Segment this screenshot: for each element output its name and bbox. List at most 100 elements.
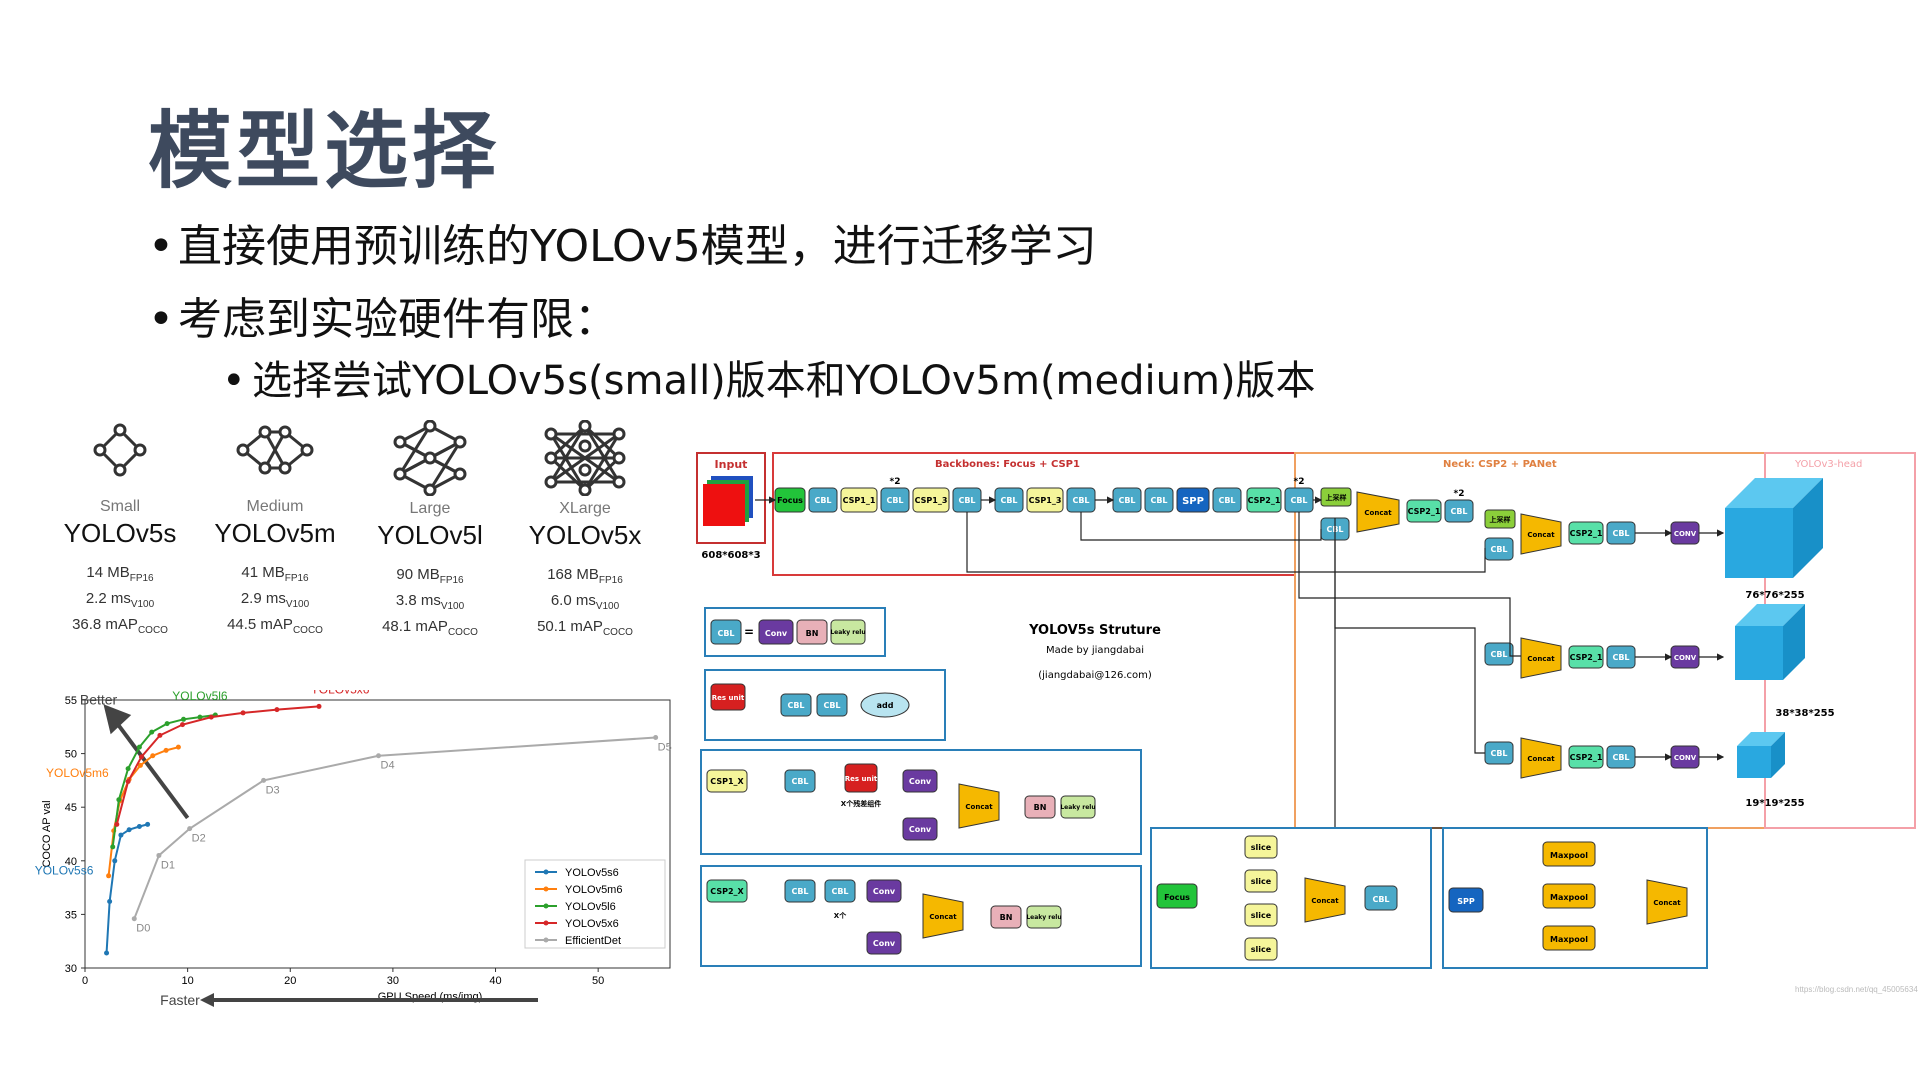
csp2-1-text: CSP2_1 — [1570, 529, 1603, 538]
conv-text: Conv — [873, 887, 896, 896]
model-ms-sub: V100 — [440, 601, 465, 612]
backbone-label: Backbones: Focus + CSP1 — [935, 459, 1080, 470]
data-point — [653, 735, 659, 741]
model-ms-sub: V100 — [130, 599, 155, 610]
input-image — [703, 476, 753, 526]
model-variants: Small YOLOv5s 14 MBFP16 2.2 msV100 36.8 … — [40, 419, 680, 680]
plot-frame — [84, 699, 671, 969]
input-frame — [696, 452, 766, 544]
model-ms-sub: V100 — [285, 599, 310, 610]
concat-text: Concat — [965, 803, 993, 811]
model-name: YOLOv5s — [63, 518, 177, 548]
data-point — [150, 753, 156, 759]
cbl-text: CBL — [1450, 507, 1467, 516]
concat-text: Concat — [929, 913, 957, 921]
model-mb-sub: FP16 — [129, 573, 154, 584]
csp2x-text: CSP2_X — [710, 887, 744, 896]
data-point — [175, 744, 181, 750]
model-mb-sub: FP16 — [439, 575, 464, 586]
x-tick-label: 10 — [182, 975, 194, 987]
model-map: 48.1 mAP — [382, 618, 448, 635]
data-point — [197, 714, 203, 720]
model-ms: 3.8 ms — [395, 592, 441, 609]
concat-block — [1520, 513, 1562, 555]
focus-text: Focus — [777, 496, 803, 505]
cbl-text: CBL — [717, 629, 734, 638]
network-xlarge-icon — [544, 419, 626, 497]
legend-marker — [543, 903, 549, 909]
model-name: YOLOv5l — [377, 520, 483, 550]
diagram-author: Made by jiangdabai — [1046, 645, 1144, 656]
data-point — [149, 729, 155, 735]
slice-text: slice — [1251, 843, 1272, 852]
data-point — [118, 832, 124, 838]
cbl-text: CBL — [1290, 496, 1307, 505]
data-point — [110, 844, 116, 850]
model-map: 36.8 mAP — [72, 616, 138, 633]
legend-csp2 — [700, 865, 1142, 967]
diagram-svg: Input Backbones: Focus + CSP1 Neck: CSP2… — [696, 452, 1916, 969]
conv-text: CONV — [1674, 654, 1697, 662]
csp2-1-text: CSP2_1 — [1248, 496, 1281, 505]
concat-text: Concat — [1653, 899, 1681, 907]
model-map-sub: COCO — [292, 625, 323, 636]
times2-label: *2 — [890, 477, 901, 487]
point-label: D5 — [658, 742, 672, 754]
data-point — [125, 778, 131, 784]
csp1-3-text: CSP1_3 — [915, 496, 948, 505]
model-map: 50.1 mAP — [537, 618, 603, 635]
legend-cbl — [704, 607, 886, 657]
cbl-text: CBL — [1072, 496, 1089, 505]
legend-focus — [1150, 827, 1432, 969]
y-tick-label: 40 — [65, 856, 77, 868]
model-card-small: Small YOLOv5s 14 MBFP16 2.2 msV100 36.8 … — [40, 420, 200, 641]
y-tick-label: 30 — [65, 963, 77, 975]
concat-text: Concat — [1311, 897, 1339, 905]
output-size-medium: 38*38*255 — [1775, 708, 1834, 719]
faster-label: Faster — [160, 992, 200, 1008]
csp2-1-block — [1568, 521, 1604, 545]
csp1-3-block — [1026, 487, 1064, 513]
cbl-block — [1212, 487, 1242, 513]
equals-sign: = — [744, 625, 754, 639]
spp-block — [1176, 487, 1210, 513]
model-ms: 6.0 ms — [550, 592, 596, 609]
point-label: D2 — [192, 833, 206, 845]
head-label: YOLOv3-head — [1794, 459, 1862, 470]
cbl-text: CBL — [1612, 653, 1629, 662]
network-small-icon — [93, 423, 147, 477]
network-medium-icon — [236, 425, 314, 475]
csp2-1-text: CSP2_1 — [1570, 653, 1603, 662]
model-name: YOLOv5x — [528, 520, 642, 550]
point-label: D1 — [161, 859, 175, 871]
legend-csp1 — [700, 749, 1142, 855]
data-point — [131, 916, 137, 922]
times2-label: *2 — [1294, 477, 1305, 487]
cbl-block — [880, 487, 910, 513]
upsample-text: 上采样 — [1326, 493, 1347, 502]
point-label: D4 — [381, 760, 395, 772]
leaky-text: Leaky relu — [1026, 914, 1061, 921]
model-card-large: Large YOLOv5l 90 MBFP16 3.8 msV100 48.1 … — [350, 419, 510, 643]
cbl-block — [1144, 487, 1174, 513]
conv-text: Conv — [909, 825, 932, 834]
concat-block — [1520, 737, 1562, 779]
data-point — [114, 821, 120, 827]
data-point — [180, 722, 185, 728]
model-size-label: Small — [99, 498, 140, 515]
maxpool-text: Maxpool — [1550, 851, 1588, 860]
data-point — [145, 821, 151, 827]
model-mb-sub: FP16 — [598, 575, 623, 586]
concat-block — [1356, 491, 1400, 533]
csp1-1-block — [840, 487, 878, 513]
csp1-3-text: CSP1_3 — [1029, 496, 1062, 505]
data-point — [116, 797, 122, 803]
cbl-text: CBL — [831, 887, 848, 896]
model-ms-sub: V100 — [595, 601, 620, 612]
upsample-block — [1484, 509, 1516, 529]
model-card-medium: Medium YOLOv5m 41 MBFP16 2.9 msV100 44.5… — [195, 420, 355, 641]
y-tick-label: 55 — [65, 695, 77, 707]
legend-label: YOLOv5x6 — [565, 918, 619, 930]
